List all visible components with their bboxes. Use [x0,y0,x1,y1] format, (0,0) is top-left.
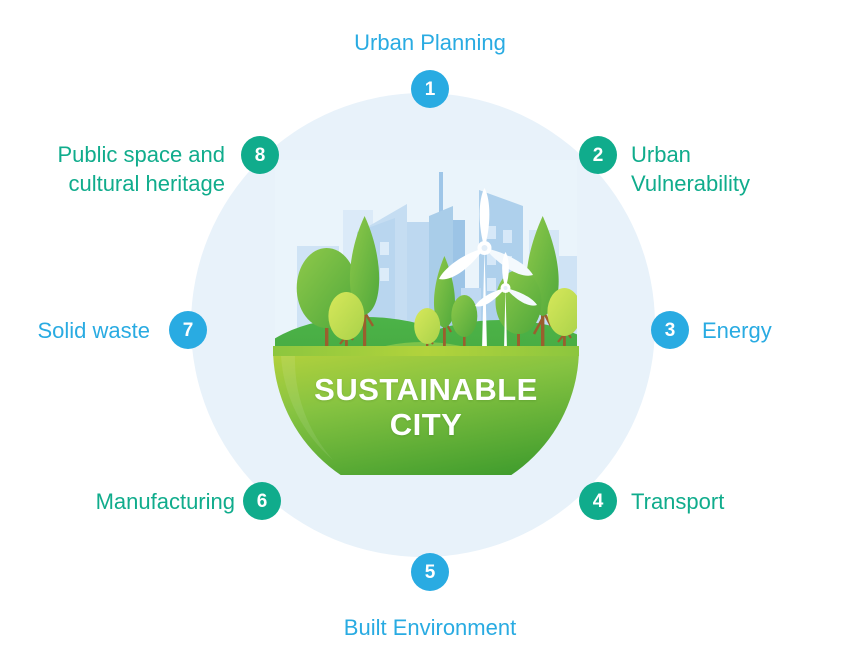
node-badge-6[interactable]: 6 [243,482,281,520]
node-badge-4[interactable]: 4 [579,482,617,520]
node-label-1: Urban Planning [354,30,506,55]
node-label-7: Solid waste [37,318,150,343]
node-badge-7[interactable]: 7 [169,311,207,349]
node-label-2: Urban Vulnerability [631,142,751,196]
node-badge-1[interactable]: 1 [411,70,449,108]
center-title: SUSTAINABLE CITY [314,372,538,442]
node-label-4: Transport [631,489,725,514]
sustainable-city-illustration [273,160,579,475]
node-badge-3[interactable]: 3 [651,311,689,349]
node-label-8: Public space and cultural heritage [57,142,225,196]
wind-turbine-large [439,188,533,348]
node-label-6: Manufacturing [95,489,235,514]
node-badge-5[interactable]: 5 [411,553,449,591]
node-badge-2[interactable]: 2 [579,136,617,174]
node-label-3: Energy [702,318,772,343]
green-hemisphere [273,346,579,475]
node-badge-8[interactable]: 8 [241,136,279,174]
node-label-5: Built Environment [343,615,517,640]
wind-turbine-small [475,252,537,348]
